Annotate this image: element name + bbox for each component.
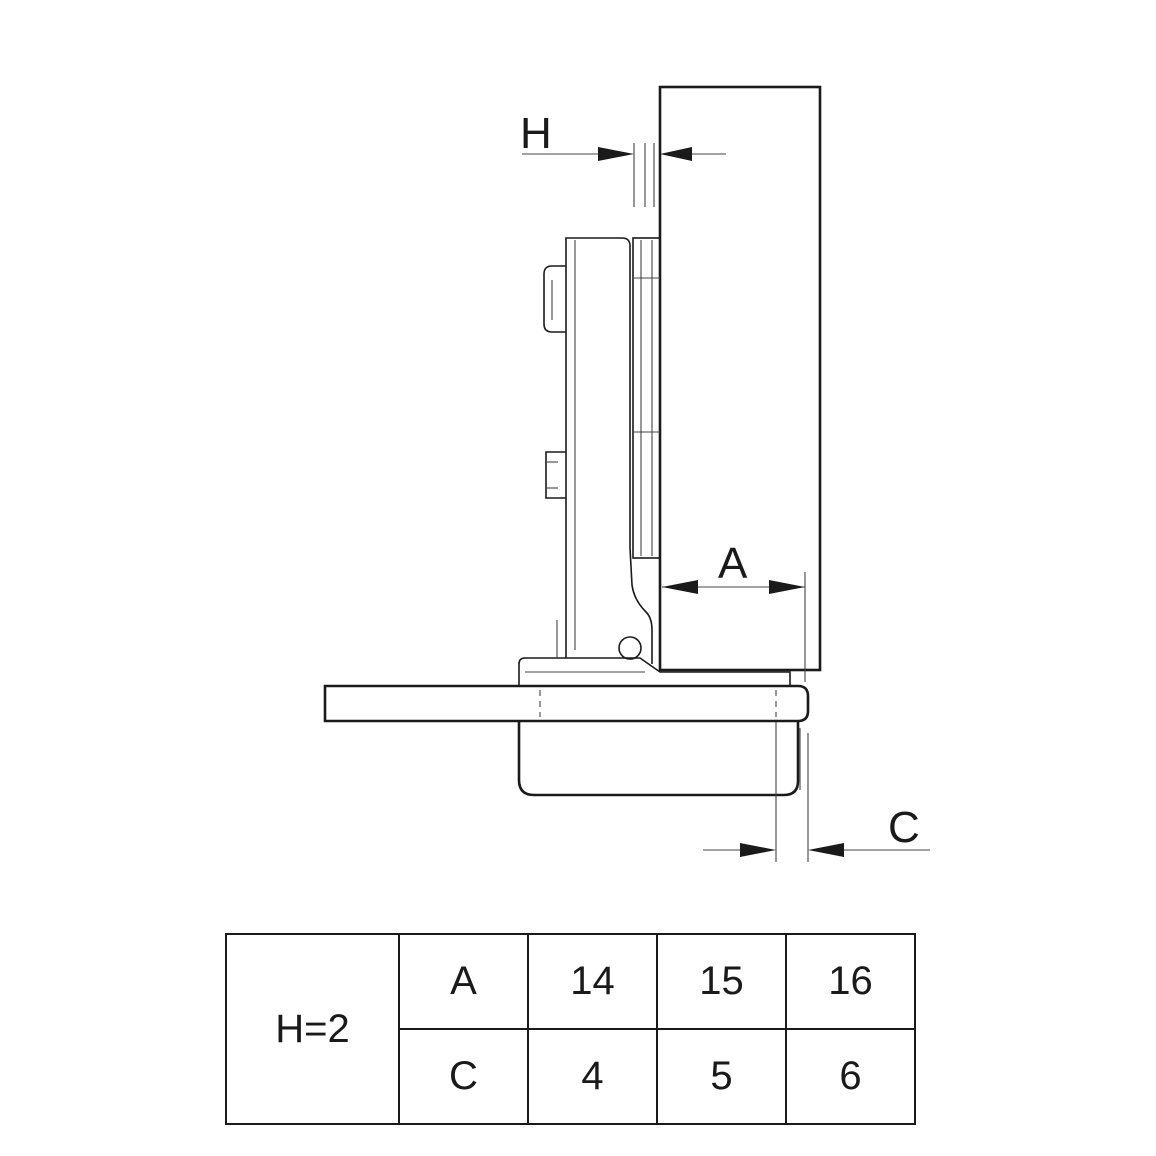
cabinet-side-panel	[323, 684, 810, 723]
value-cell: 4	[527, 1028, 658, 1125]
table-row-a: H=2 A 14 15 16	[225, 933, 916, 1125]
hinge-base	[518, 657, 791, 686]
dimension-c-label: C	[888, 803, 920, 852]
dimension-c: C	[703, 722, 930, 862]
hinge-diagram: H A C	[323, 85, 930, 862]
value-cell: 14	[527, 933, 658, 1030]
dimension-a-label: A	[718, 539, 748, 588]
dimension-h-label: H	[520, 109, 552, 158]
overlay-label-cell: H=2	[225, 933, 400, 1125]
hinge-cup	[632, 237, 661, 559]
dimension-a: A	[662, 539, 806, 682]
dimension-h: H	[520, 109, 726, 207]
param-cell-a: A	[398, 933, 529, 1030]
value-cell: 5	[656, 1028, 787, 1125]
hinge-bracket-top	[543, 265, 566, 333]
hinge-clip	[545, 451, 566, 499]
value-cell: 16	[785, 933, 916, 1030]
table-row-c: C 4 5 6	[226, 1028, 916, 1125]
dimension-table: H=2 A 14 15 16 C 4 5 6	[225, 933, 916, 1125]
hinge-arm	[565, 237, 653, 664]
param-cell-c: C	[398, 1028, 529, 1125]
value-cell: 6	[785, 1028, 916, 1125]
hinge-pivot	[618, 636, 642, 660]
mounting-plate	[517, 721, 800, 797]
value-cell: 15	[656, 933, 787, 1030]
